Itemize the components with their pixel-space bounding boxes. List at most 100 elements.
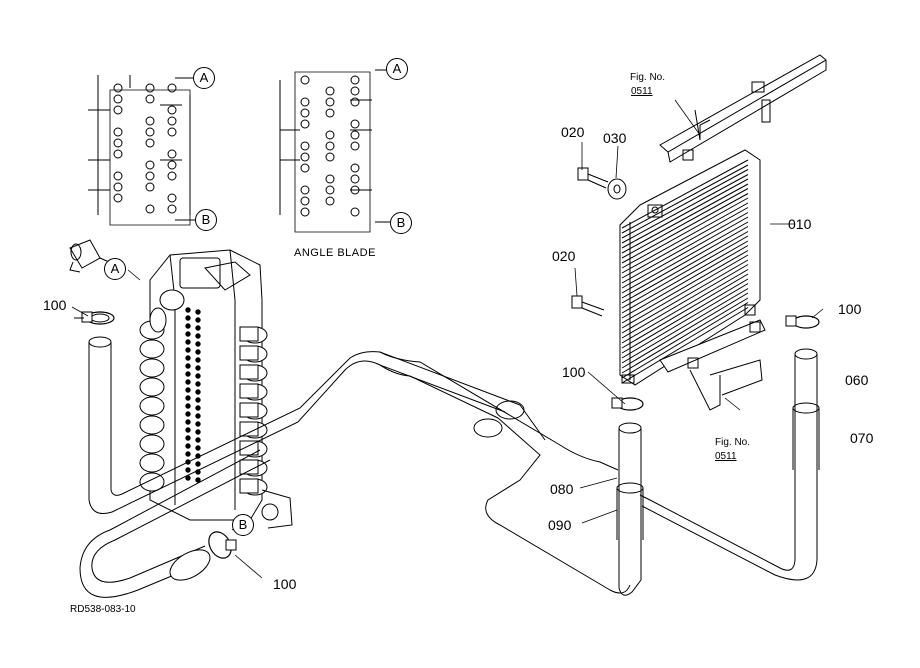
inset-port: [114, 150, 122, 158]
fig-ref-bottom-label: Fig. No.: [715, 437, 751, 448]
hose-clamp-right: [786, 316, 819, 328]
part-100-right-label: 100: [838, 301, 862, 317]
fig-ref-top-number: 0511: [631, 86, 653, 97]
part-080-label: 080: [550, 481, 574, 497]
valve-bolt: [196, 414, 200, 418]
inset-port: [326, 142, 334, 150]
valve-bolt: [196, 342, 200, 346]
cooler-fin: [622, 260, 748, 333]
leader-lines: [72, 100, 823, 578]
part-020-top-label: 020: [561, 124, 585, 140]
cooler-fin: [622, 208, 748, 279]
fig-ref-bottom-number: 0511: [715, 451, 737, 462]
inset-port: [326, 175, 334, 183]
inset-port: [168, 106, 176, 114]
part-100-bottom-label: 100: [273, 576, 297, 592]
valve-bolt: [196, 406, 200, 410]
part-020-mid-label: 020: [552, 248, 576, 264]
part-100-mid-label: 100: [562, 364, 586, 380]
valve-spool-left: [140, 473, 164, 491]
inset-port: [351, 142, 359, 150]
cooler-fin: [622, 175, 748, 244]
valve-bolt: [186, 348, 190, 352]
inset-port: [114, 183, 122, 191]
valve-bolt: [186, 388, 190, 392]
inset-port: [146, 172, 154, 180]
inset-port: [326, 186, 334, 194]
cooler-fin: [622, 189, 748, 259]
inset-port: [301, 142, 309, 150]
cooler-fin: [622, 303, 748, 379]
valve-bolt: [186, 372, 190, 376]
part-060-label: 060: [845, 372, 869, 388]
valve-bolt: [186, 316, 190, 320]
valve-spool-body: [240, 422, 258, 436]
lower-hose: [80, 450, 270, 597]
cooler-fin: [622, 170, 748, 239]
inset-port: [351, 164, 359, 172]
valve-inset-angle-blade: [280, 70, 390, 232]
bolt-020-mid: [572, 296, 604, 316]
return-pipe-080-090: [617, 423, 643, 595]
valve-spool-body: [240, 479, 258, 493]
valve-spool-body: [240, 365, 258, 379]
valve-inset-standard: [88, 75, 195, 225]
cooler-fin: [622, 217, 748, 288]
left-hose: [89, 337, 520, 514]
inset-port: [114, 106, 122, 114]
return-pipe-060-070: [640, 349, 819, 580]
valve-bolt: [186, 420, 190, 424]
cooler-fin: [622, 165, 748, 233]
inset-port: [326, 197, 334, 205]
valve-bolt: [196, 318, 200, 322]
inset-port: [168, 84, 176, 92]
cooler-fin: [622, 222, 748, 293]
valve-spool-left: [140, 359, 164, 377]
valve-bolt: [196, 398, 200, 402]
cooler-fin: [622, 284, 748, 359]
center-hose-upper: [380, 352, 630, 593]
bottom-bracket: [660, 320, 765, 410]
inset-port: [168, 150, 176, 158]
inset-port: [114, 139, 122, 147]
inset-port: [351, 186, 359, 194]
inset-port: [168, 172, 176, 180]
valve-bolt: [196, 438, 200, 442]
cooler-fin: [622, 308, 748, 384]
part-090-label: 090: [548, 517, 572, 533]
inset-port: [146, 183, 154, 191]
valve-bolt: [186, 356, 190, 360]
valve-bolt: [186, 404, 190, 408]
inset-port: [326, 87, 334, 95]
cooler-fin: [622, 194, 748, 264]
cooler-fin: [622, 203, 748, 273]
cooler-fin: [622, 298, 748, 373]
valve-bolt: [186, 476, 190, 480]
inset-port: [168, 205, 176, 213]
washer-030: [608, 179, 626, 199]
valve-spool-body: [240, 327, 258, 341]
inset-port: [114, 172, 122, 180]
angle-blade-label: ANGLE BLADE: [294, 247, 376, 259]
inset-port: [146, 128, 154, 136]
inset-port: [301, 208, 309, 216]
cooler-fin: [622, 274, 748, 348]
valve-bolt: [196, 462, 200, 466]
cooler-fin: [622, 213, 748, 284]
valve-bolt: [196, 374, 200, 378]
inset-port: [301, 98, 309, 106]
valve-bolt: [196, 358, 200, 362]
valve-bolt: [196, 422, 200, 426]
valve-bolt: [196, 350, 200, 354]
inset-port: [146, 139, 154, 147]
inset-port: [301, 76, 309, 84]
inset-port: [351, 208, 359, 216]
inset-port: [326, 98, 334, 106]
fig-ref-top-label: Fig. No.: [630, 72, 666, 83]
cooler-fin: [622, 241, 748, 313]
inset-port: [301, 186, 309, 194]
valve-bolt: [196, 430, 200, 434]
cooler-fin: [622, 279, 748, 353]
cooler-fin: [622, 251, 748, 324]
valve-bolt: [196, 478, 200, 482]
